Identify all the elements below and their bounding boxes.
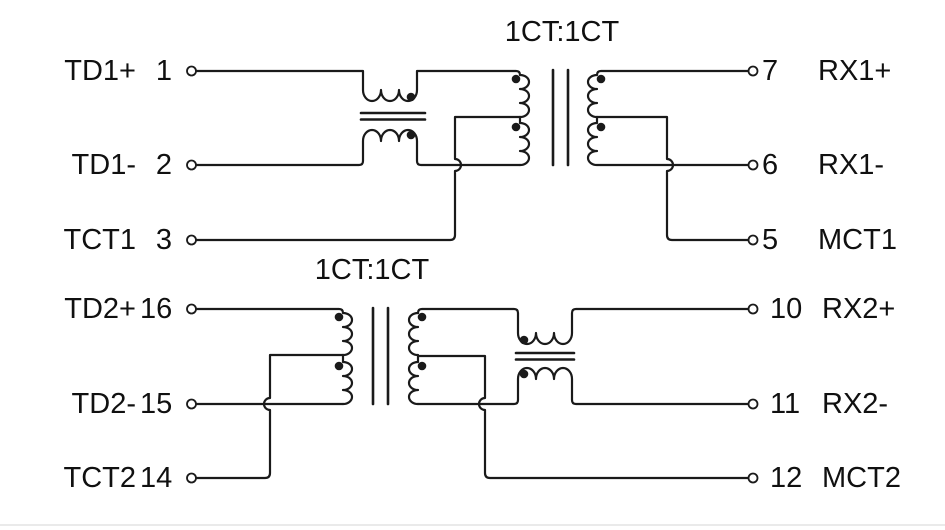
ch1-primary-lower-winding — [518, 115, 531, 167]
ratio-label-top: 1CT:1CT — [504, 16, 620, 48]
ch2-choke-dot-top — [519, 335, 529, 345]
pin-terminals — [186, 65, 759, 484]
ch2-choke-core — [514, 351, 576, 361]
pin-10-number: 10 — [770, 293, 803, 325]
ch1-primary-dot-2 — [511, 122, 521, 132]
pin-7-number: 7 — [762, 55, 779, 87]
pin-15-terminal — [186, 398, 197, 410]
ch1-secondary-dot-2 — [596, 122, 606, 132]
ch2-primary-dot-2 — [334, 361, 344, 371]
pin-11-terminal — [747, 398, 759, 410]
ch1-choke-dot-top — [406, 92, 416, 102]
ch2-secondary-dot-2 — [417, 361, 427, 371]
ch1-wire-td1m-choke — [194, 128, 522, 167]
pin-rx1p-label: RX1+ — [818, 55, 892, 87]
pin-tct2-label: TCT2 — [63, 462, 137, 494]
pin-6-terminal — [747, 159, 759, 171]
pin-td1m-label: TD1- — [71, 149, 136, 181]
pin-3-terminal — [186, 234, 197, 246]
ch2-wire-secondary-choke-rx2p — [416, 307, 751, 346]
pin-15-number: 15 — [140, 388, 173, 420]
ch1-primary-dot-1 — [511, 74, 521, 84]
pin-mct1-label: MCT1 — [818, 224, 897, 256]
ch2-secondary-lower-winding — [407, 354, 420, 406]
pin-td2m-label: TD2- — [71, 388, 136, 420]
pin-7-terminal — [747, 65, 759, 77]
pin-1-terminal — [186, 65, 197, 77]
ch1-transformer-core — [551, 68, 570, 167]
pin-rx1m-label: RX1- — [818, 149, 885, 181]
ratio-label-bottom: 1CT:1CT — [314, 254, 430, 286]
ch2-secondary-upper-winding — [407, 311, 420, 357]
ch1-wire-td1p-choke-primary — [194, 69, 531, 119]
pin-5-number: 5 — [762, 224, 779, 256]
pin-16-number: 16 — [140, 293, 173, 325]
ch2-primary-dot-1 — [334, 312, 344, 322]
ch1-primary-center-tap-wire — [194, 115, 522, 242]
ch1-choke-core — [359, 111, 427, 121]
pin-td1p-label: TD1+ — [64, 55, 136, 87]
pin-12-terminal — [747, 472, 759, 484]
polarity-dots — [334, 74, 606, 379]
ch1-secondary-upper-winding — [586, 69, 751, 119]
pin-mct2-label: MCT2 — [822, 462, 901, 494]
pin-1-number: 1 — [155, 55, 172, 87]
pin-2-terminal — [186, 159, 197, 171]
ch2-secondary-center-tap-wire — [416, 354, 751, 480]
ch2-wire-td2p-primary — [194, 307, 354, 357]
pin-16-terminal — [186, 303, 197, 315]
ch2-transformer-core — [371, 306, 390, 406]
ch1-secondary-dot-1 — [596, 74, 606, 84]
ch2-secondary-dot-1 — [417, 312, 427, 322]
ch2-choke-dot-bottom — [519, 369, 529, 379]
pin-11-number: 11 — [770, 388, 801, 420]
ch1-choke-dot-bottom — [406, 130, 416, 140]
pin-14-number: 14 — [140, 462, 173, 494]
pin-5-terminal — [747, 234, 759, 246]
pin-3-number: 3 — [155, 224, 172, 256]
ch1-secondary-center-tap-wire — [595, 115, 751, 242]
ch2-wire-secondary-choke-rx2m — [416, 366, 751, 406]
pin-14-terminal — [186, 472, 197, 484]
ch2-primary-center-tap-wire — [194, 353, 345, 480]
pin-6-number: 6 — [762, 149, 779, 181]
pin-10-terminal — [747, 303, 759, 315]
pin-2-number: 2 — [155, 149, 172, 181]
pin-12-number: 12 — [770, 462, 803, 494]
pin-tct1-label: TCT1 — [63, 224, 137, 256]
pin-td2p-label: TD2+ — [64, 293, 136, 325]
pin-rx2p-label: RX2+ — [822, 293, 896, 325]
pin-rx2m-label: RX2- — [822, 388, 889, 420]
ch1-secondary-lower-winding — [586, 115, 751, 167]
ch2-primary-lower-winding — [341, 353, 354, 406]
